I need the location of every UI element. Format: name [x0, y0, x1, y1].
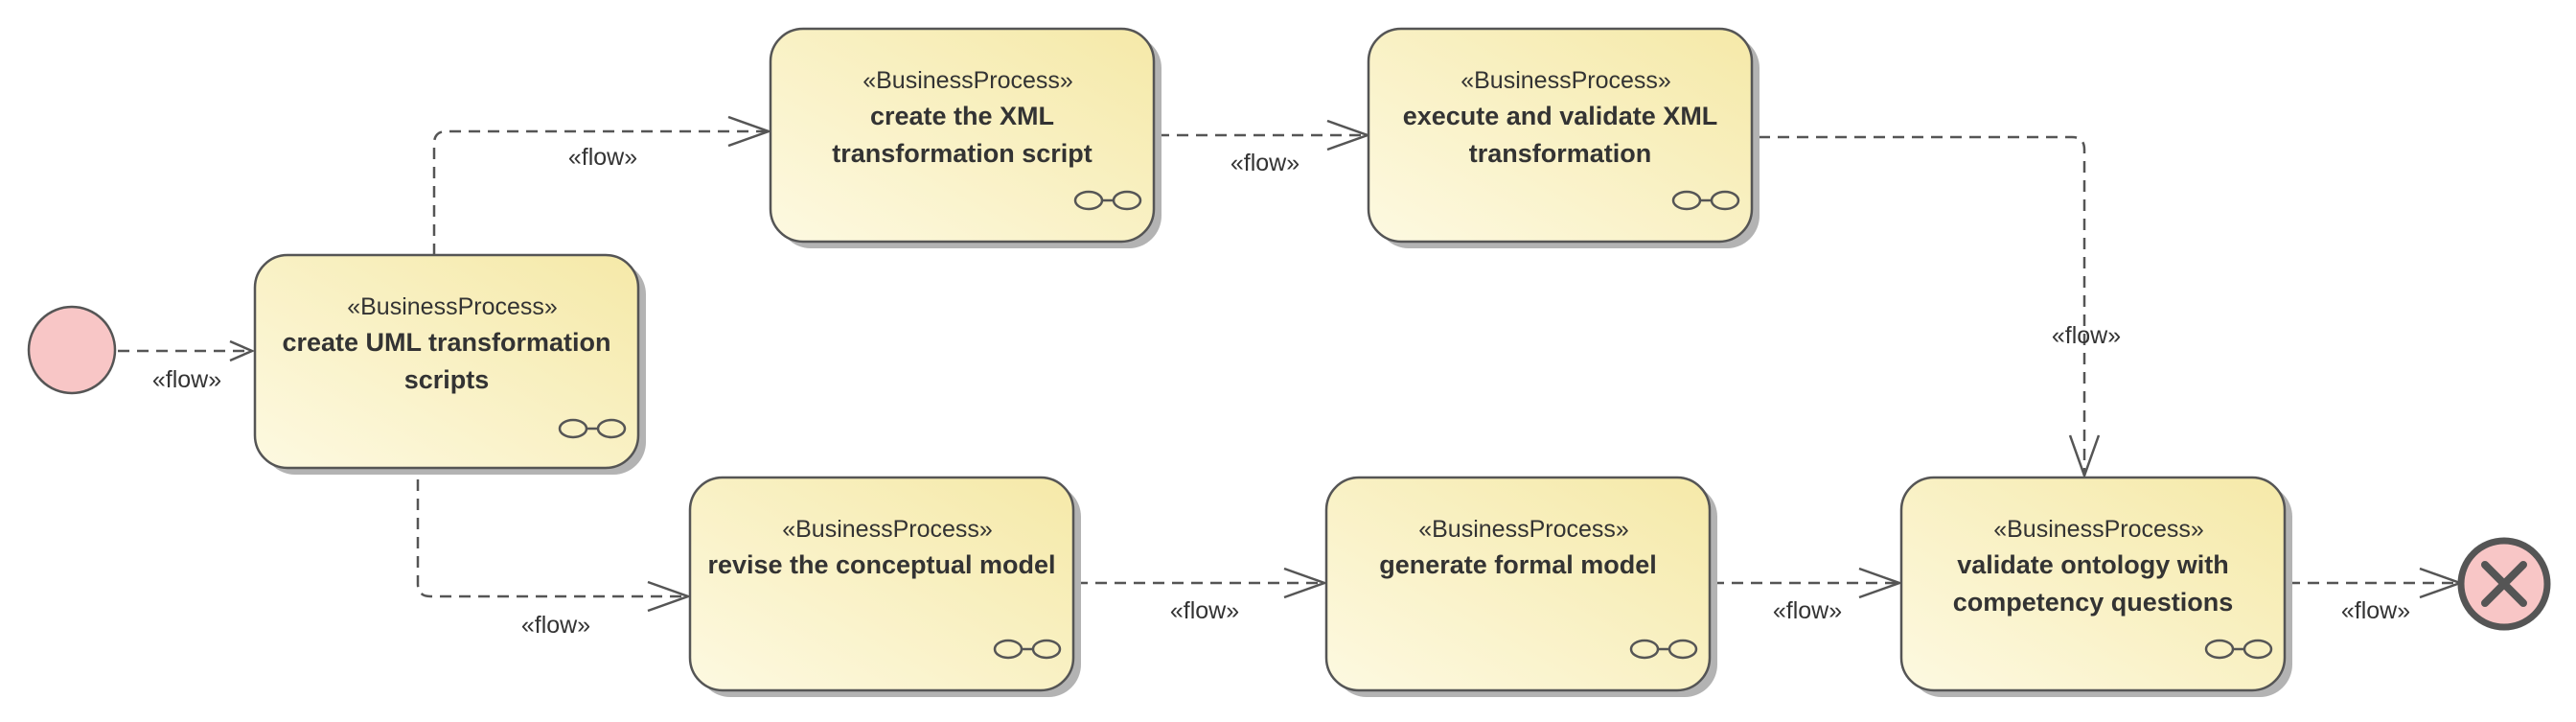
- flow-start-to-uml[interactable]: «flow»: [118, 339, 256, 393]
- process-stereotype: «BusinessProcess»: [347, 293, 558, 320]
- process-name-line-1: generate formal model: [1379, 550, 1657, 579]
- link-chain-icon: [2204, 639, 2273, 660]
- link-chain-icon: [993, 639, 1062, 660]
- process-stereotype: «BusinessProcess»: [1418, 516, 1629, 543]
- flow-label: «flow»: [2052, 322, 2121, 349]
- process-name-line-1: create the XML: [870, 102, 1054, 130]
- process-stereotype: «BusinessProcess»: [862, 67, 1073, 94]
- process-execute-and-validate-xml-transformation[interactable]: «BusinessProcess» execute and validate X…: [1367, 27, 1760, 248]
- flow-label: «flow»: [1170, 597, 1239, 624]
- initial-node-icon: [27, 305, 117, 395]
- initial-node[interactable]: [27, 305, 117, 395]
- flow-label: «flow»: [1230, 150, 1300, 176]
- process-name-line-1: revise the conceptual model: [707, 550, 1055, 579]
- flow-label: «flow»: [1773, 597, 1842, 624]
- process-create-uml-transformation-scripts[interactable]: «BusinessProcess» create UML transformat…: [253, 253, 646, 475]
- flow-uml-to-xmlscript[interactable]: «flow»: [432, 115, 772, 255]
- process-create-xml-transformation-script[interactable]: «BusinessProcess» create the XML transfo…: [769, 27, 1162, 248]
- process-generate-formal-model[interactable]: «BusinessProcess» generate formal model: [1324, 476, 1717, 697]
- flow-execute-to-validate[interactable]: «flow»: [1759, 135, 2121, 479]
- flow-label: «flow»: [568, 144, 637, 171]
- process-validate-ontology-with-competency-questions[interactable]: «BusinessProcess» validate ontology with…: [1899, 476, 2292, 697]
- link-chain-icon: [1073, 190, 1142, 211]
- flow-uml-to-revise[interactable]: «flow»: [416, 479, 692, 639]
- link-chain-icon: [1671, 190, 1740, 211]
- flow-generate-to-validate[interactable]: «flow»: [1713, 567, 1903, 624]
- flow-validate-to-end[interactable]: «flow»: [2288, 567, 2464, 624]
- process-name-line-1: execute and validate XML: [1403, 102, 1718, 130]
- flow-revise-to-generate[interactable]: «flow»: [1076, 567, 1328, 624]
- process-stereotype: «BusinessProcess»: [1993, 516, 2204, 543]
- process-stereotype: «BusinessProcess»: [1460, 67, 1671, 94]
- process-name-line-1: validate ontology with: [1957, 550, 2229, 579]
- flow-label: «flow»: [152, 366, 221, 393]
- final-node[interactable]: [2457, 537, 2551, 631]
- process-name-line-2: transformation: [1469, 139, 1652, 168]
- flow-label: «flow»: [521, 612, 590, 639]
- process-name-line-1: create UML transformation: [282, 328, 610, 357]
- process-revise-the-conceptual-model[interactable]: «BusinessProcess» revise the conceptual …: [688, 476, 1081, 697]
- link-chain-icon: [558, 418, 627, 439]
- flow-xmlscript-to-execute[interactable]: «flow»: [1158, 119, 1371, 176]
- process-name-line-2: competency questions: [1953, 588, 2234, 617]
- flow-label: «flow»: [2341, 597, 2410, 624]
- process-name-line-2: transformation script: [832, 139, 1092, 168]
- link-chain-icon: [1629, 639, 1698, 660]
- process-stereotype: «BusinessProcess»: [782, 516, 993, 543]
- process-name-line-2: scripts: [404, 365, 490, 394]
